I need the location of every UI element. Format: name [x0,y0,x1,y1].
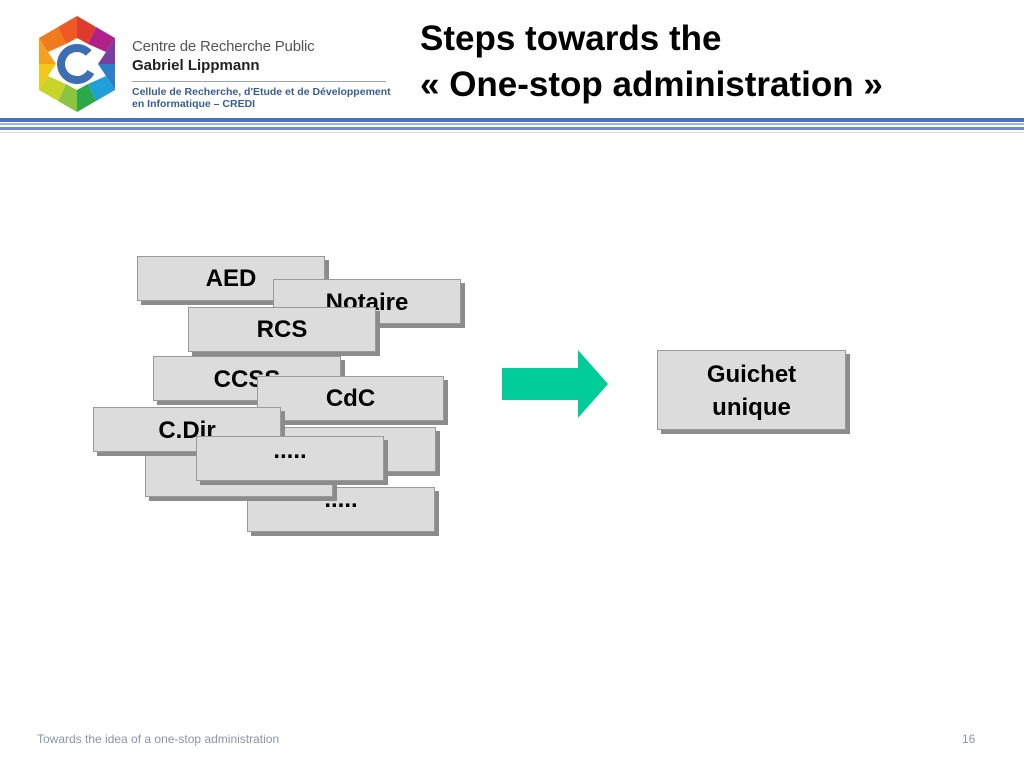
slide-title: Steps towards the « One-stop administrat… [420,16,883,108]
lippmann-logo [39,16,115,112]
org-unit-line1: Cellule de Recherche, d'Etude et de Déve… [132,86,391,98]
org-divider [132,81,386,82]
footer-text: Towards the idea of a one-stop administr… [37,732,280,746]
box-rcs: RCS [188,307,376,352]
box-guichet-unique-line1: Guichet [706,361,797,388]
slide-title-line1: Steps towards the [420,19,722,58]
org-name-line2: Gabriel Lippmann [132,57,260,74]
box-dots-front-label: ..... [273,437,307,464]
org-unit-line2: en Informatique – CREDI [132,98,256,110]
box-guichet-unique-line2: unique [712,394,791,421]
header-divider-bars [0,118,1024,136]
box-dots-front: ..... [196,436,384,481]
org-name-line1: Centre de Recherche Public [132,38,315,55]
box-aed: AED [137,256,325,301]
slide-title-line2: « One-stop administration » [420,65,883,104]
page-number: 16 [962,732,976,746]
box-rcs-label: RCS [256,316,308,343]
box-aed-label: AED [205,265,257,292]
box-guichet-unique: Guichet unique [657,350,846,430]
organization-block: Centre de Recherche Public Gabriel Lippm… [132,38,402,110]
right-arrow-icon [502,350,608,418]
box-cdc-label: CdC [325,385,376,412]
box-cdc: CdC [257,376,444,421]
